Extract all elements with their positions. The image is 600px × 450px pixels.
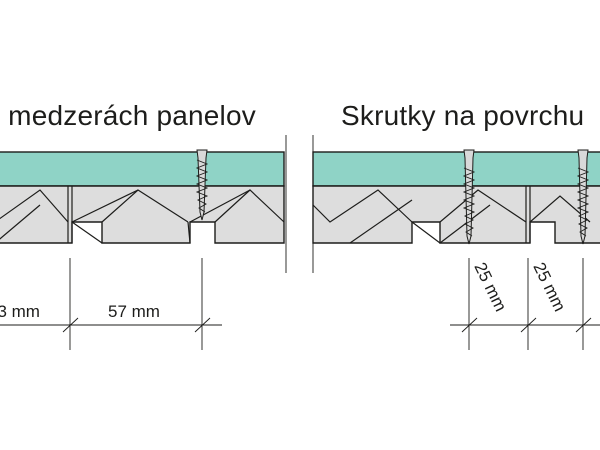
left-top-board xyxy=(0,151,285,187)
right-dim-label-2: 25 mm xyxy=(529,259,569,314)
right-screw-1 xyxy=(462,149,476,245)
right-zigzag-a xyxy=(312,189,413,223)
right-dim-label-1: 25 mm xyxy=(470,259,510,314)
left-detail: v medzerách panelov 63 mm 57 mm xyxy=(0,100,287,350)
right-dim-tick-1 xyxy=(461,317,478,333)
right-panel xyxy=(312,185,600,244)
right-top-board xyxy=(312,151,600,187)
right-detail: Skrutky na povrchu 25 mm 25 xyxy=(312,100,600,350)
right-zigzag-b xyxy=(349,199,413,244)
left-zigzag-e xyxy=(187,221,191,244)
right-title: Skrutky na povrchu xyxy=(341,100,584,131)
right-dim-tick-2 xyxy=(520,317,537,333)
right-zigzag-d xyxy=(411,221,441,244)
left-zigzag-a xyxy=(0,189,69,223)
left-zigzag-g xyxy=(189,189,251,223)
right-dim-tick-3 xyxy=(575,317,592,333)
left-screw xyxy=(195,149,209,221)
right-screw-2 xyxy=(576,149,590,245)
left-dim-tick-1 xyxy=(62,317,79,333)
left-title: v medzerách panelov xyxy=(0,100,256,131)
left-zigzag-d xyxy=(71,189,139,223)
left-dim-label-2: 57 mm xyxy=(108,302,160,321)
right-zigzag-c xyxy=(439,189,527,223)
left-zigzag-b xyxy=(71,221,103,244)
left-dim-label-1: 63 mm xyxy=(0,302,40,321)
left-dim-tick-2 xyxy=(194,317,211,333)
left-zigzag-h xyxy=(0,204,41,240)
